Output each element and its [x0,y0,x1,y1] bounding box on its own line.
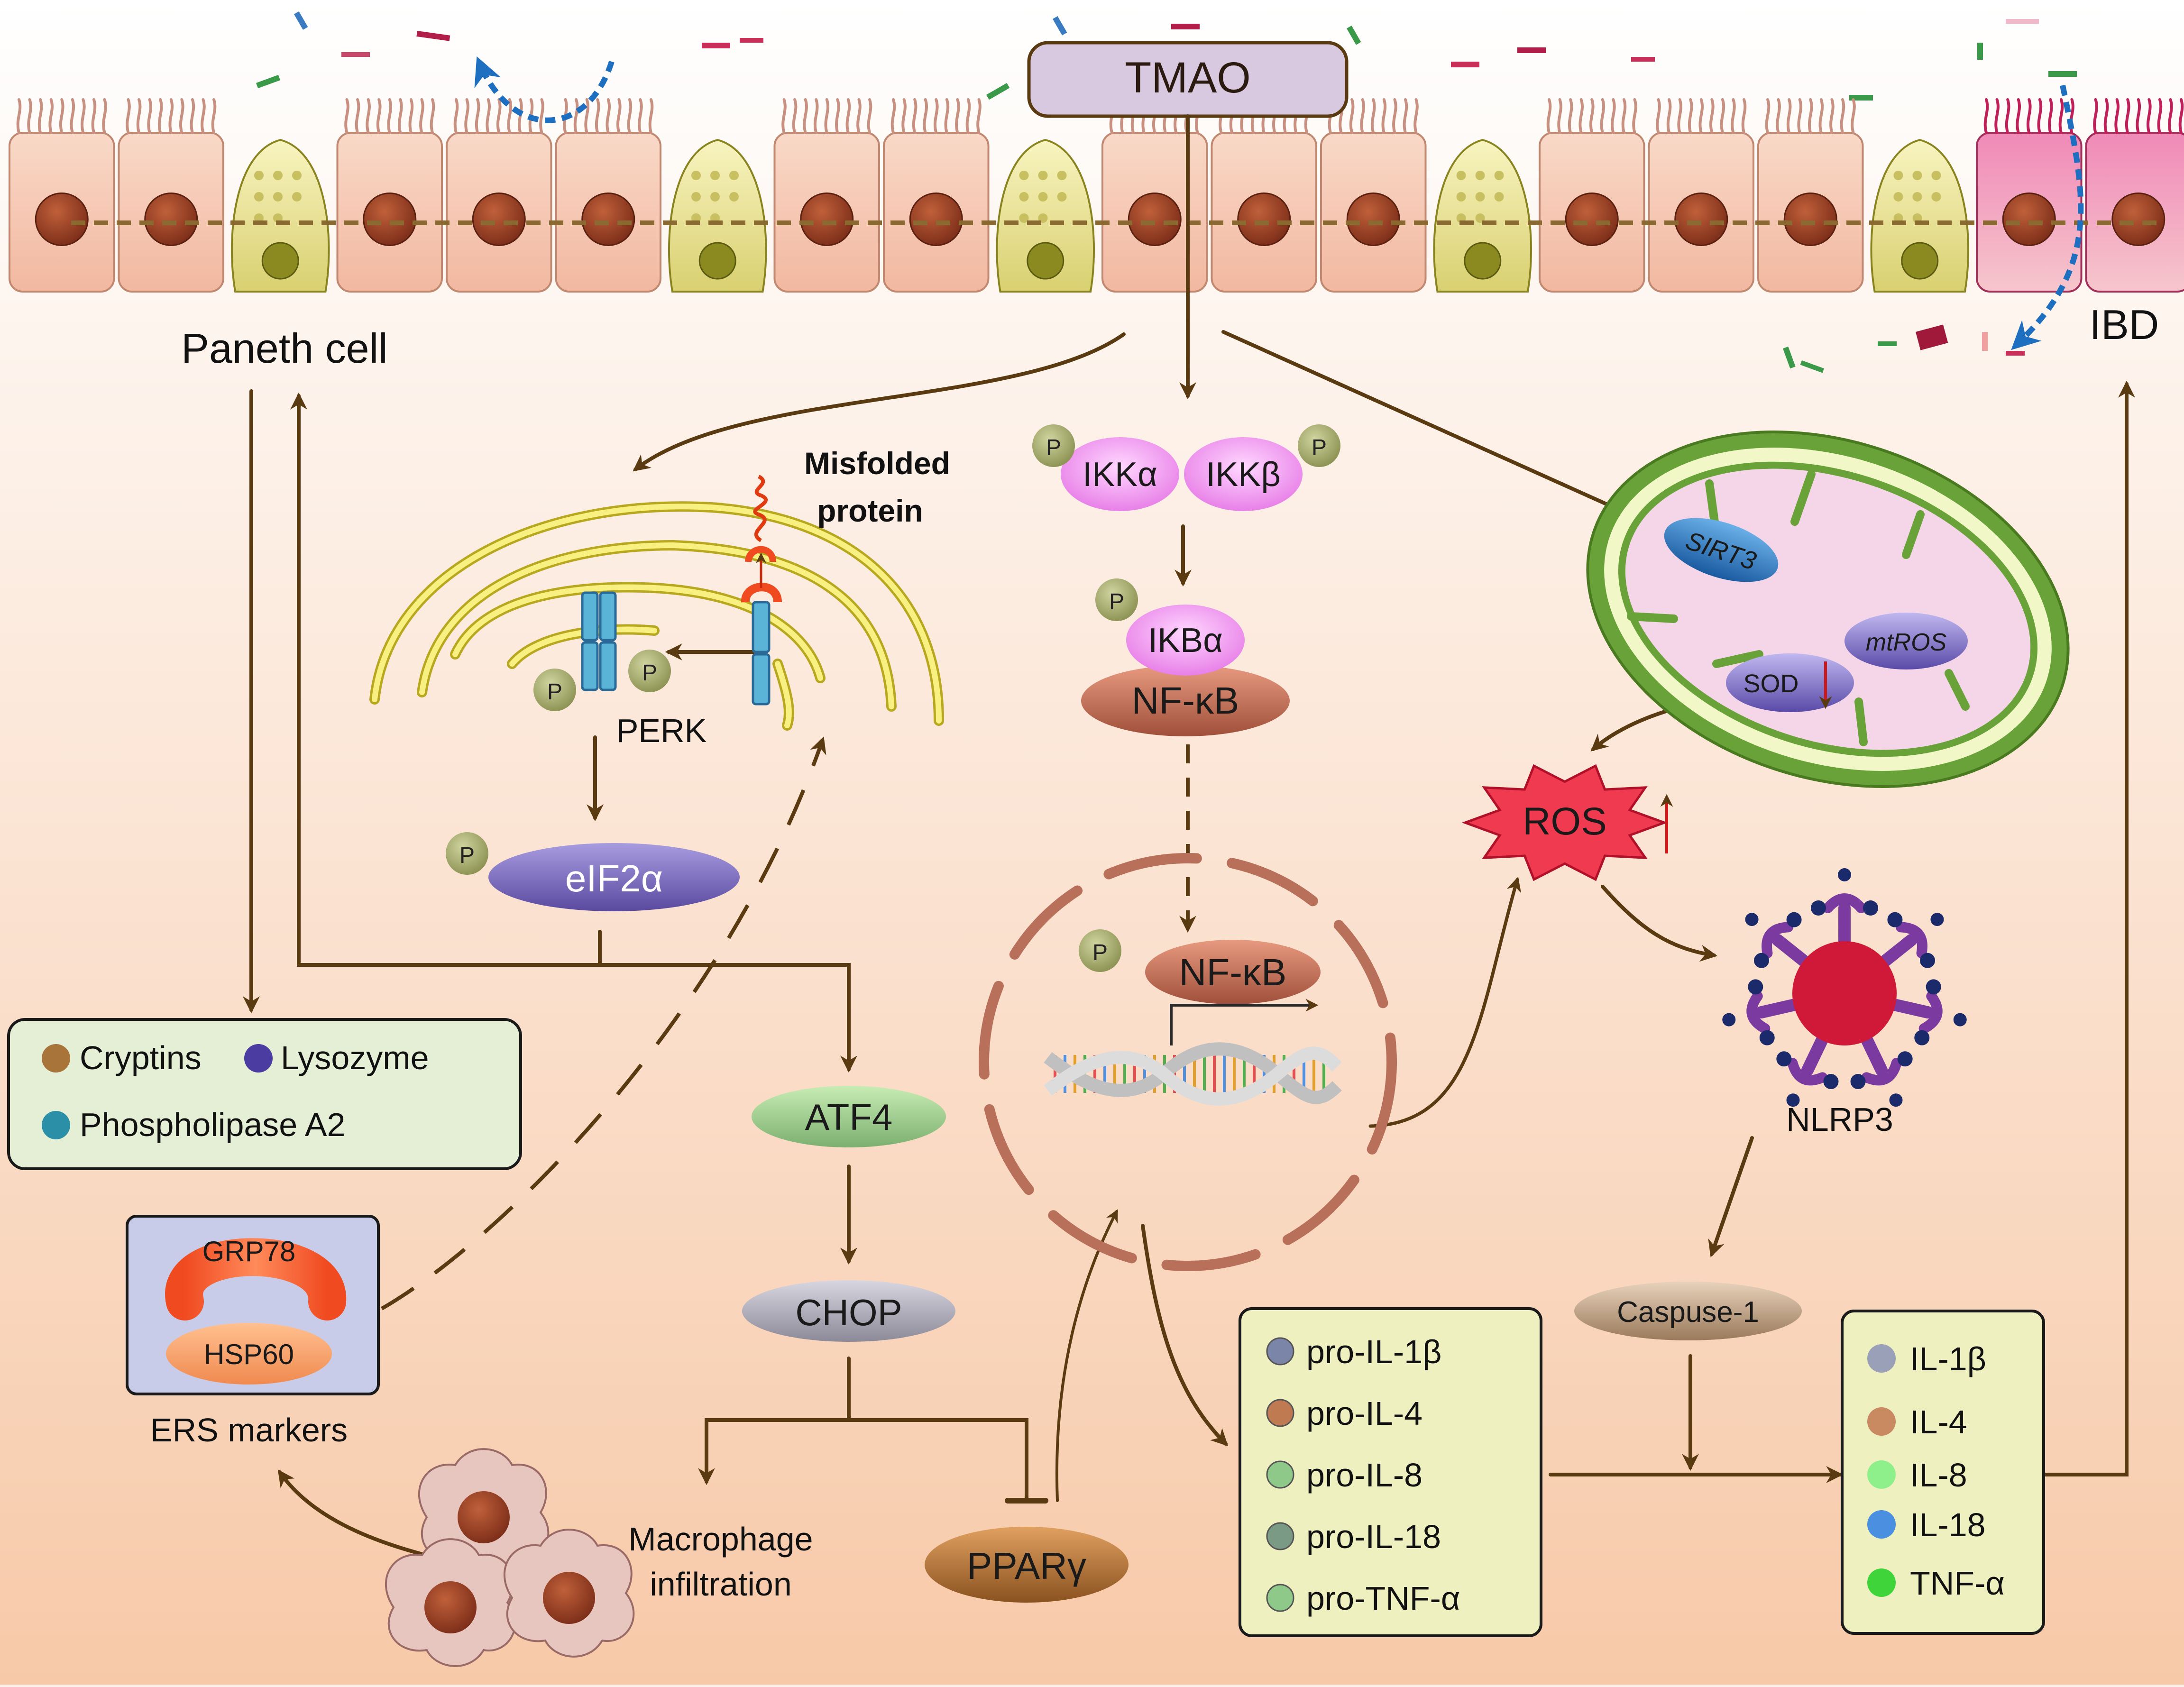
phospholipase-label: Phospholipase A2 [80,1106,345,1143]
chop-node: CHOP [742,1280,955,1342]
lysozyme-dot [244,1044,273,1073]
svg-text:P: P [1046,435,1061,460]
atf4-node: ATF4 [752,1086,946,1147]
ppar-gamma-node: PPARγ [925,1527,1129,1603]
cytokine-dot [1867,1510,1896,1539]
nfkb-cytoplasm-label: NF-κB [1132,679,1239,722]
misfolded-protein-label: Misfolded [804,446,950,481]
pro-cytokine-panel: pro-IL-1β pro-IL-4 pro-IL-8 pro-IL-18 pro-TN… [1240,1309,1541,1636]
cytokine-dot [1867,1568,1896,1597]
tmao-label: TMAO [1125,54,1251,102]
atf4-label: ATF4 [805,1096,893,1138]
pro-cytokine-label: pro-IL-18 [1306,1518,1441,1555]
sod-label: SOD [1743,669,1799,698]
pro-cytokine-dot [1267,1523,1294,1549]
svg-text:P: P [1312,435,1327,460]
cytokine-dot [1867,1344,1896,1373]
cytokine-label: IL-8 [1910,1457,1967,1494]
cytokine-label: IL-18 [1910,1506,1986,1543]
nlrp3-label: NLRP3 [1786,1101,1893,1138]
cytokine-dot [1867,1407,1896,1436]
ikk-beta-label: IKKβ [1206,456,1280,494]
pro-cytokine-dot [1267,1338,1294,1365]
ibd-label: IBD [2090,301,2159,348]
misfolded-protein-label-2: protein [817,493,923,528]
macrophage-infiltration-label: Macrophage [628,1521,813,1558]
svg-text:P: P [1092,940,1108,965]
ppar-gamma-label: PPARγ [967,1545,1086,1587]
hsp60-label: HSP60 [204,1339,294,1370]
svg-text:P: P [1109,589,1124,614]
ikba-label: IKBα [1148,622,1223,660]
paneth-products-panel: Cryptins Lysozyme Phospholipase A2 [9,1019,521,1169]
grp78-label: GRP78 [202,1236,296,1267]
svg-text:P: P [459,843,475,868]
ros-label: ROS [1523,800,1607,843]
pro-cytokine-dot [1267,1585,1294,1611]
pro-cytokine-label: pro-IL-8 [1306,1457,1422,1494]
lysozyme-label: Lysozyme [281,1039,429,1076]
pro-cytokine-label: pro-TNF-α [1306,1580,1460,1617]
svg-text:P: P [642,660,657,686]
cytokine-label: TNF-α [1910,1565,2005,1602]
cytokine-dot [1867,1460,1896,1489]
pro-cytokine-label: pro-IL-4 [1306,1395,1422,1432]
macrophage-infiltration-label-2: infiltration [650,1566,792,1603]
caspase-1-node: Caspuse-1 [1574,1282,1802,1340]
caspase-1-label: Caspuse-1 [1617,1296,1759,1329]
nfkb-nucleus-label: NF-κB [1179,951,1287,993]
mtros-label: mtROS [1866,629,1947,656]
mtros-node: mtROS [1844,613,1968,669]
cryptins-label: Cryptins [80,1039,202,1076]
chop-label: CHOP [795,1292,902,1333]
ikk-alpha-label: IKKα [1083,456,1157,494]
sod-node: SOD [1726,653,1854,712]
eif2a-label: eIF2α [565,857,663,899]
pro-cytokine-dot [1267,1461,1294,1488]
phospholipase-dot [42,1111,70,1139]
cytokine-label: IL-4 [1910,1403,1967,1440]
perk-label: PERK [616,712,707,749]
ers-markers-panel: GRP78 HSP60 [127,1216,378,1394]
paneth-cell-label: Paneth cell [181,325,387,372]
svg-text:P: P [547,679,562,705]
ers-markers-caption: ERS markers [150,1412,348,1449]
pro-cytokine-dot [1267,1400,1294,1426]
pro-cytokine-label: pro-IL-1β [1306,1333,1441,1370]
cytokine-label: IL-1β [1910,1340,1986,1377]
cryptins-dot [42,1044,70,1073]
